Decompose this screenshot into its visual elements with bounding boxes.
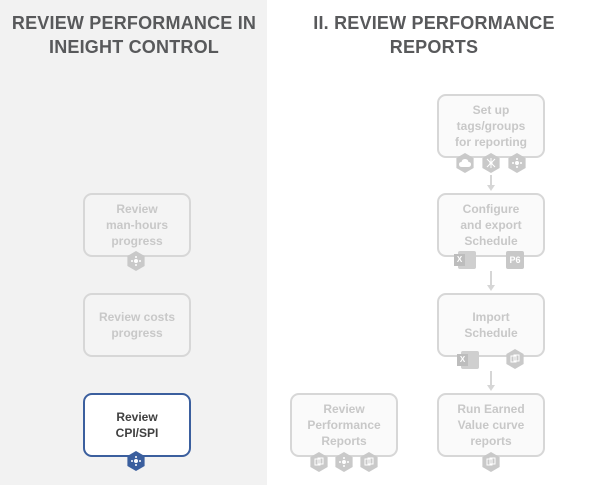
p6-icon: P6 (506, 251, 524, 269)
cloud-icon (456, 153, 474, 173)
right-column-title: II. REVIEW PERFORMANCE REPORTS (313, 13, 555, 57)
documents-icon (506, 349, 524, 369)
step-review-cpi-spi[interactable]: Review CPI/SPI (83, 393, 191, 457)
connector-line (490, 175, 492, 186)
control-hub-icon (508, 153, 526, 173)
control-hub-icon (335, 452, 353, 472)
arrow-down-icon (487, 385, 495, 391)
documents-icon (482, 452, 500, 472)
step-review-costs[interactable]: Review costs progress (83, 293, 191, 357)
step-review-performance-reports[interactable]: Review Performance Reports (290, 393, 398, 457)
control-hub-icon (127, 251, 145, 271)
control-hub-icon-active (127, 451, 145, 471)
documents-icon (310, 452, 328, 472)
left-column-title: REVIEW PERFORMANCE IN INEIGHT CONTROL (11, 13, 257, 57)
step-run-earned-value[interactable]: Run Earned Value curve reports (437, 393, 545, 457)
excel-icon: X (454, 251, 476, 269)
step-setup-tags[interactable]: Set up tags/groups for reporting (437, 94, 545, 158)
step-configure-export-schedule[interactable]: Configure and export Schedule (437, 193, 545, 257)
step-review-man-hours[interactable]: Review man-hours progress (83, 193, 191, 257)
documents-icon (360, 452, 378, 472)
connector-line (490, 271, 492, 286)
step-import-schedule[interactable]: Import Schedule (437, 293, 545, 357)
connector-line (490, 371, 492, 386)
excel-icon: X (457, 351, 479, 369)
left-column: REVIEW PERFORMANCE IN INEIGHT CONTROL Re… (0, 0, 267, 485)
network-icon (482, 153, 500, 173)
arrow-down-icon (487, 185, 495, 191)
arrow-down-icon (487, 285, 495, 291)
